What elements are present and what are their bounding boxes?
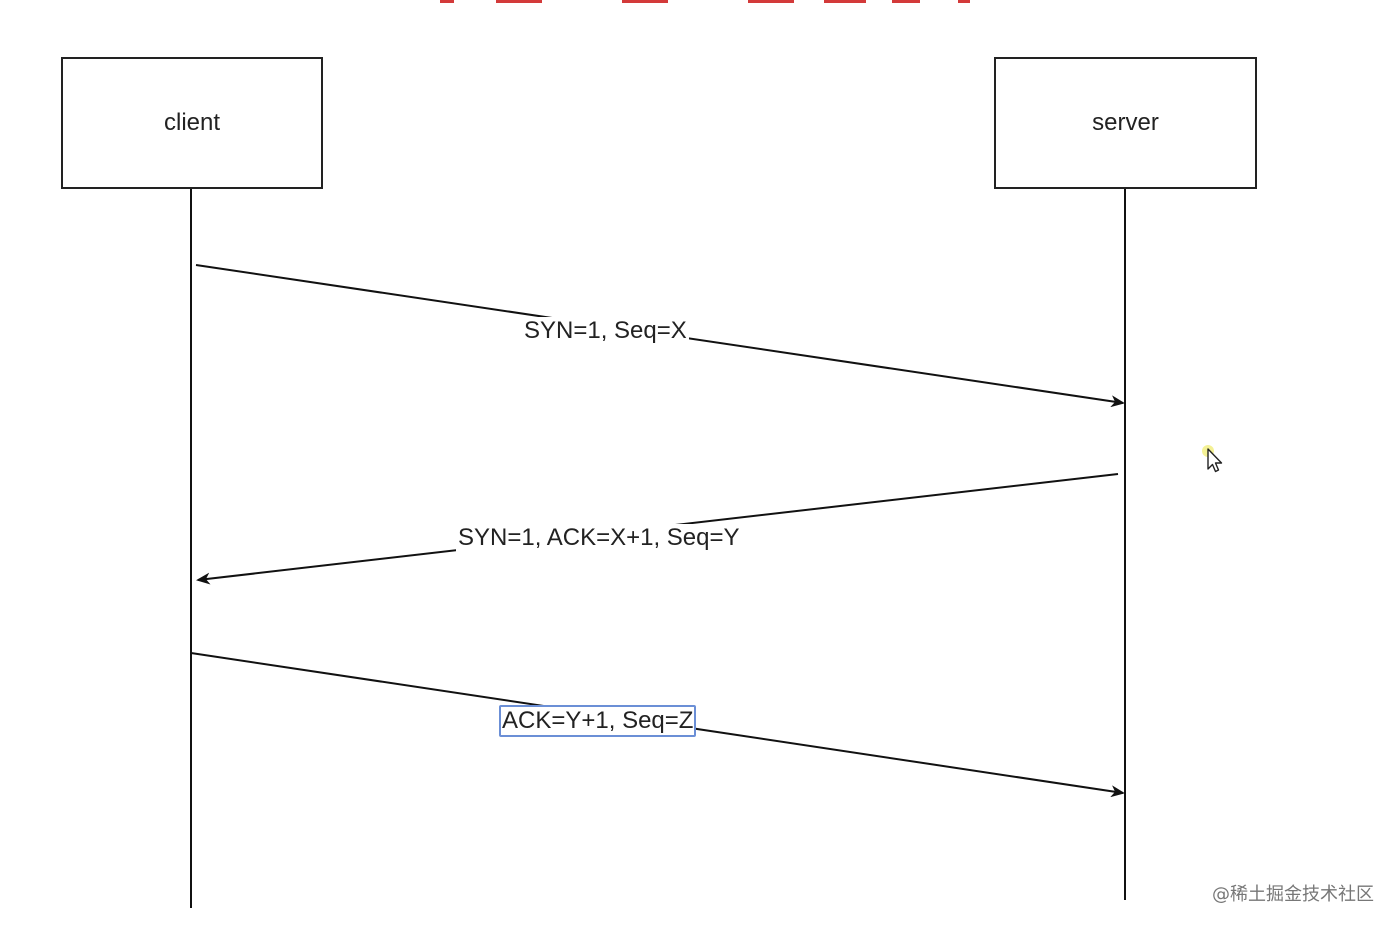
watermark-text: @稀土掘金技术社区 (1212, 884, 1374, 905)
red-mark (748, 0, 794, 3)
red-mark (496, 0, 542, 3)
red-mark (824, 0, 866, 3)
red-mark (622, 0, 668, 3)
red-mark (892, 0, 920, 3)
message-label-2[interactable]: SYN=1, ACK=X+1, Seq=Y (456, 524, 742, 552)
server-label: server (1092, 109, 1159, 136)
message-label-1[interactable]: SYN=1, Seq=X (522, 317, 689, 345)
red-mark (958, 0, 970, 3)
mouse-pointer-icon (1202, 445, 1223, 473)
message-label-3-selected[interactable]: ACK=Y+1, Seq=Z (499, 705, 697, 737)
top-red-marks (440, 0, 970, 3)
server-participant-box[interactable]: server (994, 57, 1257, 189)
client-label: client (163, 109, 221, 136)
red-mark (440, 0, 454, 3)
client-participant-box[interactable]: client (61, 57, 323, 189)
